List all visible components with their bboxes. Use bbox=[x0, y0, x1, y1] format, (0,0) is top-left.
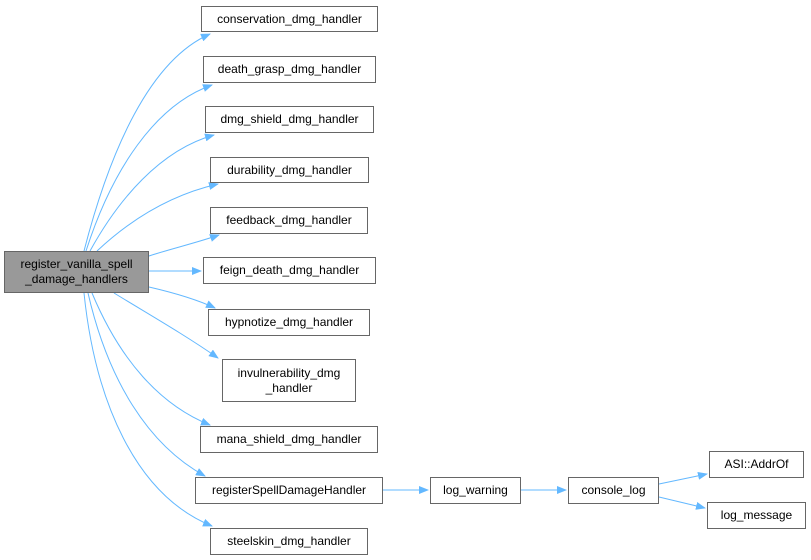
node-durability-dmg-handler[interactable]: durability_dmg_handler bbox=[210, 157, 369, 183]
edge-root-durability bbox=[96, 182, 219, 252]
edge-root-mana-shield bbox=[91, 292, 211, 426]
edge-root-invulnerability bbox=[113, 292, 219, 359]
node-feign-death-dmg-handler[interactable]: feign_death_dmg_handler bbox=[203, 257, 376, 284]
node-death-grasp-dmg-handler[interactable]: death_grasp_dmg_handler bbox=[203, 56, 376, 83]
edge-root-dmg-shield bbox=[89, 133, 215, 252]
node-feedback-dmg-handler[interactable]: feedback_dmg_handler bbox=[210, 207, 368, 234]
node-log-warning[interactable]: log_warning bbox=[430, 477, 521, 504]
node-mana-shield-dmg-handler[interactable]: mana_shield_dmg_handler bbox=[200, 426, 378, 453]
node-steelskin-dmg-handler[interactable]: steelskin_dmg_handler bbox=[210, 528, 368, 555]
edge-root-hypnotize bbox=[148, 286, 216, 309]
node-console-log[interactable]: console_log bbox=[568, 477, 659, 504]
node-asi-addrof[interactable]: ASI::AddrOf bbox=[709, 451, 804, 478]
node-register-vanilla-spell-damage-handlers: register_vanilla_spell _damage_handlers bbox=[4, 251, 149, 293]
edge-root-conservation bbox=[83, 33, 211, 252]
node-register-spell-damage-handler[interactable]: registerSpellDamageHandler bbox=[195, 477, 383, 504]
node-dmg-shield-dmg-handler[interactable]: dmg_shield_dmg_handler bbox=[205, 106, 374, 133]
node-hypnotize-dmg-handler[interactable]: hypnotize_dmg_handler bbox=[208, 309, 370, 336]
node-invulnerability-dmg-handler[interactable]: invulnerability_dmg _handler bbox=[222, 359, 356, 402]
edge-root-steelskin bbox=[83, 292, 213, 527]
node-conservation-dmg-handler[interactable]: conservation_dmg_handler bbox=[201, 6, 378, 32]
edge-root-register-spell bbox=[87, 292, 206, 477]
node-log-message[interactable]: log_message bbox=[707, 502, 806, 529]
edge-console-logmessage bbox=[658, 496, 706, 510]
edge-root-feedback bbox=[148, 234, 220, 257]
edge-root-death-grasp bbox=[85, 84, 213, 252]
edge-console-addrof bbox=[658, 471, 708, 485]
